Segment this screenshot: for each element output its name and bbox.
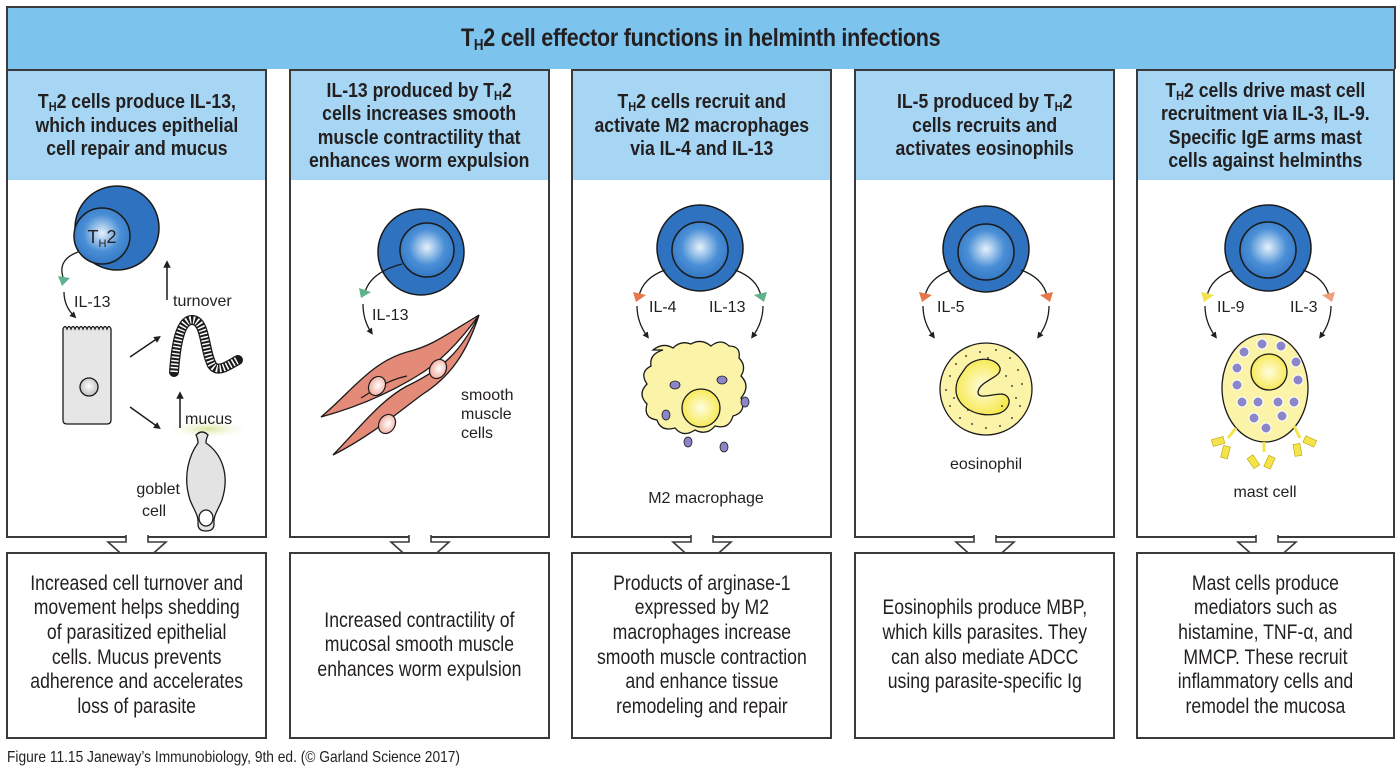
secretion-arc xyxy=(1020,269,1048,297)
mucus-label: mucus xyxy=(185,411,232,428)
il5-ligand-icon xyxy=(1040,292,1053,302)
column-header: IL-13 produced by TH2 cells increases sm… xyxy=(289,69,550,182)
cytokine-label: IL-13 xyxy=(372,307,409,324)
cell-label: M2 macrophage xyxy=(648,490,764,507)
mucus-glow xyxy=(164,419,252,439)
result-box: Eosinophils produce MBP, which kills par… xyxy=(854,552,1115,739)
result-box: Products of arginase-1 expressed by M2 m… xyxy=(571,552,832,739)
secretion-arc xyxy=(638,269,666,297)
arrow-icon xyxy=(922,305,935,339)
result-text: Products of arginase-1 expressed by M2 m… xyxy=(596,571,807,718)
column-header-text: TH2 cells drive mast cell recruitment vi… xyxy=(1161,78,1370,173)
il13-ligand-icon xyxy=(359,288,371,298)
arrow-icon xyxy=(1204,305,1217,339)
cell-label: eosinophil xyxy=(950,456,1022,473)
illustration-panel: IL-9 IL-3 xyxy=(1136,180,1395,538)
column-header: TH2 cells recruit and activate M2 macrop… xyxy=(571,69,832,182)
il9-ligand-icon xyxy=(1201,292,1214,302)
il5-ligand-icon xyxy=(919,292,932,302)
th2-cell-icon xyxy=(377,208,465,296)
column-header-text: IL-5 produced by TH2 cells recruits and … xyxy=(895,90,1074,161)
illustration-panel: IL-4 IL-13 M2 macrophage xyxy=(571,180,832,538)
secretion-arc xyxy=(1302,269,1330,297)
secretion-arc xyxy=(734,269,762,297)
result-box: Mast cells produce mediators such as his… xyxy=(1136,552,1395,739)
cytokine-label: IL-4 xyxy=(649,299,677,316)
il3-ligand-icon xyxy=(1322,292,1335,302)
cell-label: cells xyxy=(461,425,493,442)
column-header-text: TH2 cells produce IL-13, which induces e… xyxy=(35,90,238,161)
column-header: TH2 cells produce IL-13, which induces e… xyxy=(6,69,267,182)
result-text: Mast cells produce mediators such as his… xyxy=(1177,571,1354,718)
secretion-arc xyxy=(1206,269,1234,297)
arrow-icon xyxy=(362,303,373,335)
il13-ligand-icon xyxy=(58,276,70,286)
figure-title-bar: TH2 cell effector functions in helminth … xyxy=(6,6,1396,69)
arrow-icon xyxy=(129,336,161,358)
column-header: IL-5 produced by TH2 cells recruits and … xyxy=(854,69,1115,182)
eosinophil-icon xyxy=(939,342,1033,436)
result-text: Increased contractility of mucosal smoot… xyxy=(317,608,522,681)
cytokine-label: IL-9 xyxy=(1217,299,1245,316)
secretion-arc xyxy=(924,269,952,297)
goblet-cell-icon xyxy=(186,431,226,532)
arrow-icon xyxy=(1319,305,1332,339)
th2-cell-icon: TH2 xyxy=(73,185,160,271)
cell-label: mast cell xyxy=(1233,484,1296,501)
cell-label: muscle xyxy=(461,406,512,423)
arrow-icon xyxy=(636,305,649,339)
il13-ligand-icon xyxy=(754,292,767,302)
illustration-panel: IL-5 eosinophil xyxy=(854,180,1115,538)
column-header-text: TH2 cells recruit and activate M2 macrop… xyxy=(594,90,809,161)
th2-label: TH2 xyxy=(88,227,117,250)
arrow-icon xyxy=(1037,305,1050,339)
turnover-label: turnover xyxy=(173,293,232,310)
cytokine-label: IL-13 xyxy=(709,299,746,316)
goblet-label: cell xyxy=(142,503,166,520)
result-box: Increased contractility of mucosal smoot… xyxy=(289,552,550,739)
cytokine-label: IL-3 xyxy=(1290,299,1318,316)
result-text: Eosinophils produce MBP, which kills par… xyxy=(882,596,1087,694)
th2-cell-icon xyxy=(1224,204,1312,292)
result-text: Increased cell turnover and movement hel… xyxy=(30,571,243,718)
secretion-arc xyxy=(364,263,403,293)
figure-title: TH2 cell effector functions in helminth … xyxy=(461,24,941,54)
il4-ligand-icon xyxy=(633,292,646,302)
epithelial-cell-icon xyxy=(62,325,112,425)
column-header: TH2 cells drive mast cell recruitment vi… xyxy=(1136,69,1395,182)
cell-label: smooth xyxy=(461,387,513,404)
th2-cell-icon xyxy=(656,204,744,292)
smooth-muscle-cells-icon xyxy=(320,314,480,456)
cytokine-label: IL-5 xyxy=(937,299,965,316)
result-box: Increased cell turnover and movement hel… xyxy=(6,552,267,739)
illustration-panel: IL-13 smooth muscle cells xyxy=(289,180,550,538)
arrow-icon xyxy=(63,291,77,319)
m2-macrophage-icon xyxy=(641,340,750,453)
goblet-label: goblet xyxy=(136,481,180,498)
mast-cell-icon xyxy=(1211,333,1318,470)
column-header-text: IL-13 produced by TH2 cells increases sm… xyxy=(309,78,530,173)
cytokine-label: IL-13 xyxy=(74,294,111,311)
figure-caption: Figure 11.15 Janeway’s Immunobiology, 9t… xyxy=(7,749,461,766)
secretion-arc xyxy=(61,251,79,281)
arrow-icon xyxy=(751,305,764,339)
arrow-icon xyxy=(129,406,161,430)
th2-cell-icon xyxy=(942,205,1030,293)
illustration-panel: TH2 IL-13 turnover mucus xyxy=(6,180,267,538)
